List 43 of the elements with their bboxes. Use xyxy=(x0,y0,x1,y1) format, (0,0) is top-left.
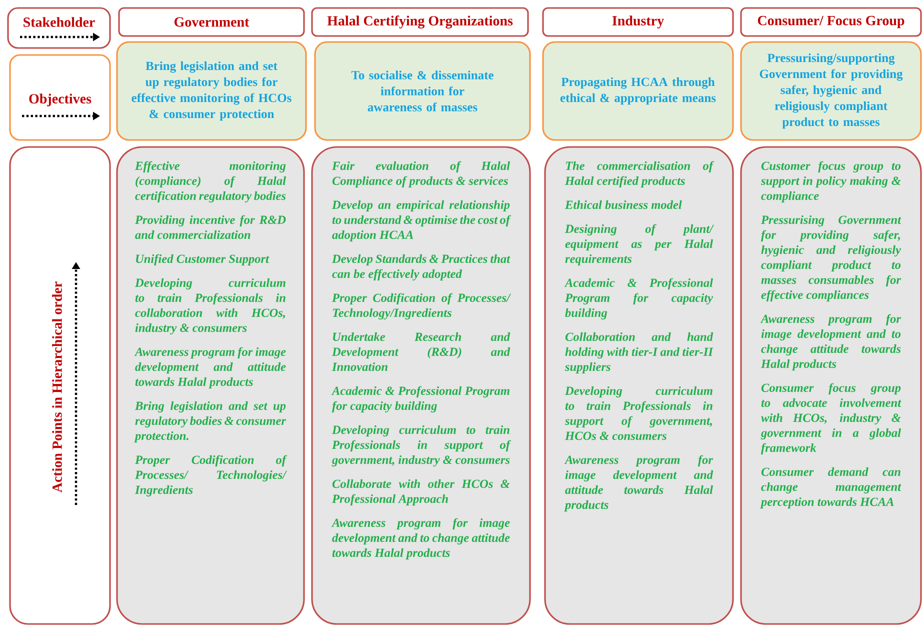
action-item: Effective monitoring (compliance) of Halal certification regulatory bodies xyxy=(134,161,286,202)
action-item: Collaborate with other HCOs & Professional Approach xyxy=(332,479,510,506)
action-item: Ethical business model xyxy=(564,200,682,209)
action-box xyxy=(311,146,531,625)
column-header: Industry xyxy=(542,7,734,37)
column-header: Government xyxy=(118,7,305,37)
action-item: Undertake Research and Development (R&D) and Innovation xyxy=(332,332,510,371)
action-item: Collaboration and hand holding with tier-I and tier-II suppliers xyxy=(564,332,714,374)
action-item: Proper Codification of Processes/ Technology/Ingredients xyxy=(332,293,511,320)
action-item: Unified Customer Support xyxy=(136,254,270,266)
action-item: Fair evaluation of Halal Compliance of products & services xyxy=(332,161,510,188)
objective-box: Propagating HCAA through ethical & appropriate means xyxy=(542,41,734,141)
action-item: Awareness program for image development and to change attitude towards Halal products xyxy=(331,518,510,560)
action-item: Proper Codification of Processes/ Technologies/ Ingredients xyxy=(134,455,288,496)
action-box xyxy=(544,146,734,625)
action-item: Academic & Professional Program for capacity building xyxy=(564,278,714,320)
action-item: Pressurising Government for providing safer, hygienic and religiously compliant product to masses consumables for effective compliances xyxy=(761,215,902,302)
action-item: Awareness program for image development and attitude towards Halal products xyxy=(564,455,714,512)
action-item: Consumer focus group to advocate involvement with HCOs, industry & government in a global framework xyxy=(760,383,902,454)
objective-box: Bring legislation and set up regulatory bodies for effective monitoring of HCOs & consumer protection xyxy=(116,41,307,141)
action-item: Developing curriculum to train Professionals in collaboration with HCOs, industry & consumers xyxy=(134,278,286,334)
action-item: Academic & Professional Program for capacity building xyxy=(331,386,510,412)
action-item: Developing curriculum to train Professionals in support of government, industry & consumers xyxy=(332,425,512,466)
objective-box: Pressurising/supporting Government for providing safer, hygienic and religiously compliant product to masses xyxy=(740,41,922,141)
action-item: Develop Standards & Practices that can be effectively adopted xyxy=(332,254,510,280)
action-item: Customer focus group to support in policy making & compliance xyxy=(760,161,901,202)
action-item: Providing incentive for R&D and commercialization xyxy=(135,215,286,239)
column-header: Consumer/ Focus Group xyxy=(740,7,922,37)
action-item: Develop an empirical relationship to understand & optimise the cost of adoption HCAA xyxy=(332,200,512,242)
objective-box: To socialise & disseminate information for awareness of masses xyxy=(314,41,531,141)
action-item: Consumer demand can change management perception towards HCAA xyxy=(760,467,902,508)
row-header: Stakeholder xyxy=(7,7,111,49)
action-item: Developing curriculum to train Professionals in support of government, HCOs & consumers xyxy=(564,386,712,440)
row-header: Objectives xyxy=(9,54,111,141)
row-header: Action Points in Hierarchical order xyxy=(9,146,111,625)
action-item: The commercialisation of Halal certified products xyxy=(564,161,714,188)
action-item: Awareness program for image development and attitude towards Halal products xyxy=(134,347,286,388)
action-box xyxy=(740,146,922,625)
action-item: Awareness program for image development and to change attitude towards Halal products xyxy=(760,314,902,370)
column-header: Halal Certifying Organizations xyxy=(311,7,529,37)
action-item: Bring legislation and set up regulatory bodies & consumer protection. xyxy=(134,401,286,442)
action-item: Designing of plant/ equipment as per Halal requirements xyxy=(564,224,714,266)
action-box xyxy=(116,146,305,625)
